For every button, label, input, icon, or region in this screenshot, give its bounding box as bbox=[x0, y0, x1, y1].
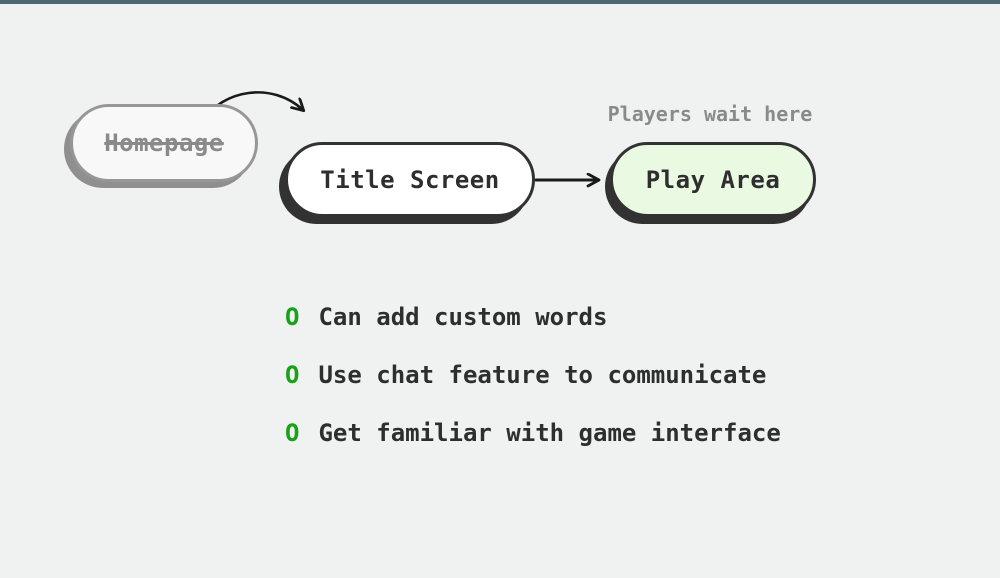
checklist-item: O Get familiar with game interface bbox=[285, 404, 781, 462]
play-area-node-label: Play Area bbox=[645, 165, 781, 194]
checklist-marker: O bbox=[285, 419, 300, 447]
checklist-item-text: Use chat feature to communicate bbox=[318, 361, 767, 389]
homepage-node-label: Homepage bbox=[104, 129, 224, 157]
checklist-item: O Can add custom words bbox=[285, 288, 781, 346]
play-area-node: Play Area bbox=[610, 142, 816, 217]
homepage-node: Homepage bbox=[70, 104, 258, 182]
checklist-item: O Use chat feature to communicate bbox=[285, 346, 781, 404]
title-screen-node-label: Title Screen bbox=[320, 165, 500, 194]
play-area-note: Players wait here bbox=[607, 102, 813, 126]
top-accent-bar bbox=[0, 0, 1000, 4]
checklist-marker: O bbox=[285, 303, 300, 331]
checklist: O Can add custom words O Use chat featur… bbox=[285, 288, 781, 462]
checklist-item-text: Can add custom words bbox=[318, 303, 608, 331]
checklist-item-text: Get familiar with game interface bbox=[318, 419, 781, 447]
checklist-marker: O bbox=[285, 361, 300, 389]
title-screen-node: Title Screen bbox=[285, 142, 535, 217]
